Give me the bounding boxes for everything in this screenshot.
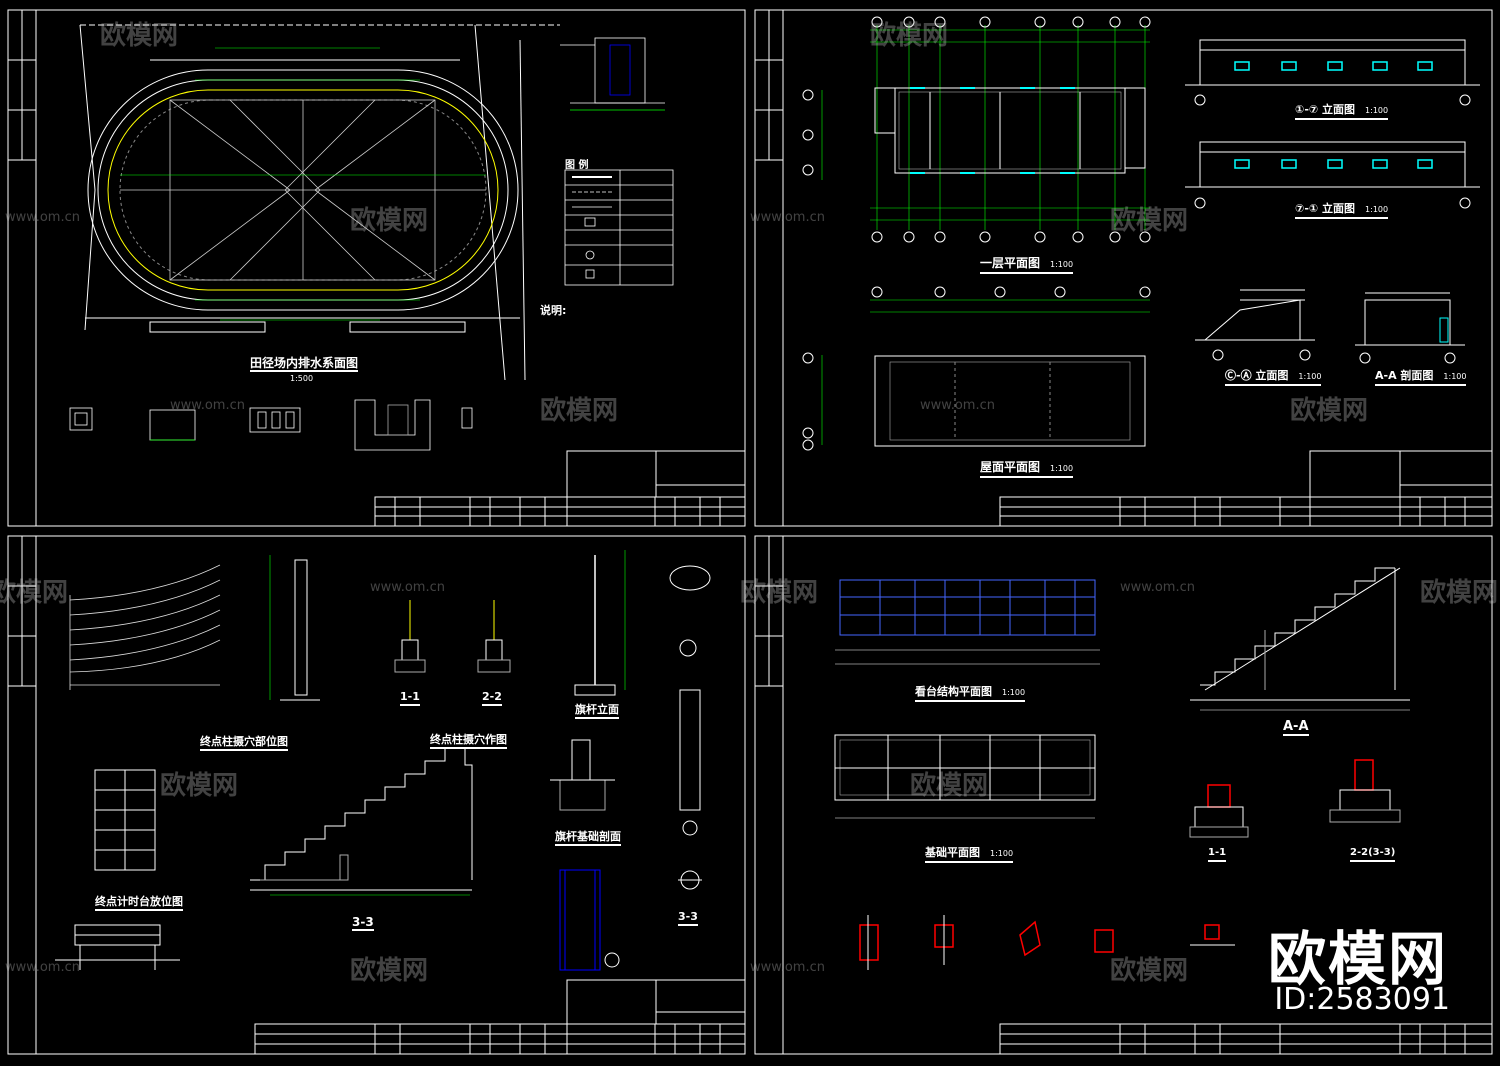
sheet-1: [7, 9, 746, 527]
brand-logo-text: 欧模网: [1267, 925, 1448, 993]
s3-make-title: 终点柱摄穴作图: [430, 733, 507, 749]
watermark-url: www.om.cn: [750, 210, 825, 225]
sheet-1-frame: [7, 9, 746, 527]
elevation-2: [1185, 141, 1480, 209]
sheet-3: [7, 535, 746, 1055]
s3-timer-title: 终点计时台放位图: [95, 895, 183, 911]
watermark: 欧模网: [160, 771, 239, 801]
sheet-3-title-block: [254, 979, 746, 1055]
watermark: 欧模网: [1420, 578, 1499, 608]
watermark-url: www.om.cn: [5, 210, 80, 225]
brand-id: ID:2583091: [1274, 982, 1450, 1017]
s4-22-title: 2-2(3-3): [1350, 846, 1396, 862]
anchor-detail: [559, 869, 702, 971]
s1-notes-title: 说明:: [540, 304, 567, 317]
sheet-4-title-block: [999, 1023, 1493, 1055]
sheet-1-details: [69, 399, 473, 451]
watermark-url: www.om.cn: [170, 398, 245, 413]
watermark: 欧模网: [1290, 396, 1369, 426]
sheet-1-title-block: [374, 450, 746, 527]
sheet-2-frame: [754, 9, 1493, 527]
watermark: 欧模网: [100, 21, 179, 51]
watermark: 欧模网: [350, 206, 429, 236]
s1-scale: 1:500: [290, 374, 314, 383]
post-detail-elev: [269, 555, 320, 701]
s1-drawing-title: 田径场内排水系面图: [250, 356, 359, 372]
sheet-2: [754, 9, 1493, 527]
s1-legend-title: 图 例: [565, 160, 589, 171]
flagpole: [574, 550, 711, 696]
roof-plan: [802, 286, 1151, 451]
watermark-url: www.om.cn: [370, 580, 445, 595]
sheet-2-title-block: [999, 450, 1493, 527]
s4-11-title: 1-1: [1208, 846, 1227, 862]
watermark: 欧模网: [0, 578, 69, 608]
foundation-plan: [834, 734, 1096, 819]
s3-pos-title: 终点柱摄穴部位图: [200, 735, 288, 751]
ground-floor-plan: [802, 16, 1151, 243]
s3-flag-title: 旗杆立面: [575, 703, 619, 719]
elevation-1: [1185, 39, 1480, 106]
watermark: 欧模网: [740, 578, 819, 608]
sheet-1-section-detail: [560, 37, 665, 111]
watermark: 欧模网: [1110, 956, 1189, 986]
s3-22-title: 2-2: [482, 690, 502, 706]
footing-1-1: [394, 600, 426, 673]
watermark: 欧模网: [540, 396, 619, 426]
watermark-url: www.om.cn: [750, 960, 825, 975]
s3-flagbase-title: 旗杆基础剖面: [555, 830, 621, 846]
watermark-url: www.om.cn: [5, 960, 80, 975]
watermark: 欧模网: [870, 21, 949, 51]
watermark-url: www.om.cn: [1120, 580, 1195, 595]
flagpole-base: [550, 689, 701, 836]
section-aa: [1355, 292, 1465, 364]
footing-sections: [1189, 759, 1401, 838]
finish-post-curves: [69, 564, 221, 690]
watermark: 欧模网: [350, 956, 429, 986]
barrier-detail: [55, 924, 180, 970]
sheet-4: [754, 535, 1493, 1055]
watermark-url: www.om.cn: [920, 398, 995, 413]
footing-2-2: [477, 600, 511, 673]
stand-structure-plan: [835, 579, 1100, 665]
s3-33b-title: 3-3: [678, 910, 698, 926]
s3-11-title: 1-1: [400, 690, 420, 706]
elevation-3: [1195, 289, 1315, 361]
s4-aa-title: A-A: [1283, 719, 1309, 736]
field-drain-lines: [120, 99, 486, 281]
s1-notes: 说明:: [540, 305, 690, 320]
s3-33-title: 3-3: [352, 915, 374, 931]
section-a-a-stair: [1190, 567, 1410, 711]
watermark: 欧模网: [1110, 206, 1189, 236]
timer-platform: [94, 769, 156, 871]
legend-table: [564, 169, 674, 286]
watermark: 欧模网: [910, 771, 989, 801]
stairs-3-3: [250, 747, 473, 896]
beam-details: [859, 915, 1235, 970]
track-dims: [120, 47, 486, 321]
